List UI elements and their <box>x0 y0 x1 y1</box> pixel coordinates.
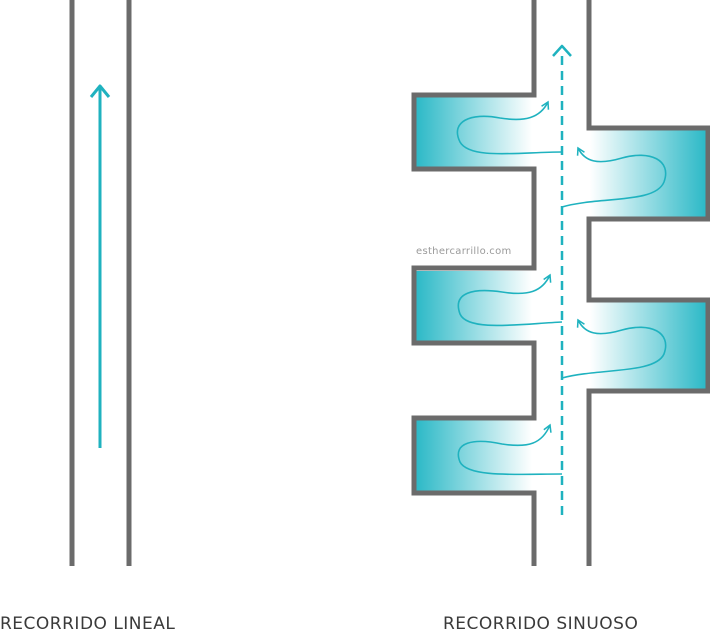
linear-path-arrowhead <box>89 84 111 98</box>
room-left-1-fill <box>416 97 532 168</box>
watermark-text: esthercarrillo.com <box>416 246 512 257</box>
room-right-1-fill <box>590 130 706 217</box>
room-left-3-fill <box>416 420 532 492</box>
caption-sinuous-route: RECORRIDO SINUOSO <box>443 614 639 634</box>
sinuous-corridor-wall-right <box>586 0 710 566</box>
flow-left-room-1 <box>456 100 563 155</box>
room-left-2-fill <box>416 271 532 342</box>
flow-left-room-3 <box>457 423 563 476</box>
flow-right-room-1 <box>561 146 667 208</box>
linear-corridor <box>69 0 132 566</box>
flow-right-room-2 <box>561 318 667 379</box>
caption-linear-route: RECORRIDO LINEAL <box>0 614 176 634</box>
sinuous-corridor <box>411 0 710 566</box>
sinuous-path-arrowhead <box>552 44 572 57</box>
flow-left-room-2 <box>457 273 563 327</box>
sinuous-corridor-wall-left <box>411 0 537 566</box>
room-right-2-fill <box>590 302 706 389</box>
